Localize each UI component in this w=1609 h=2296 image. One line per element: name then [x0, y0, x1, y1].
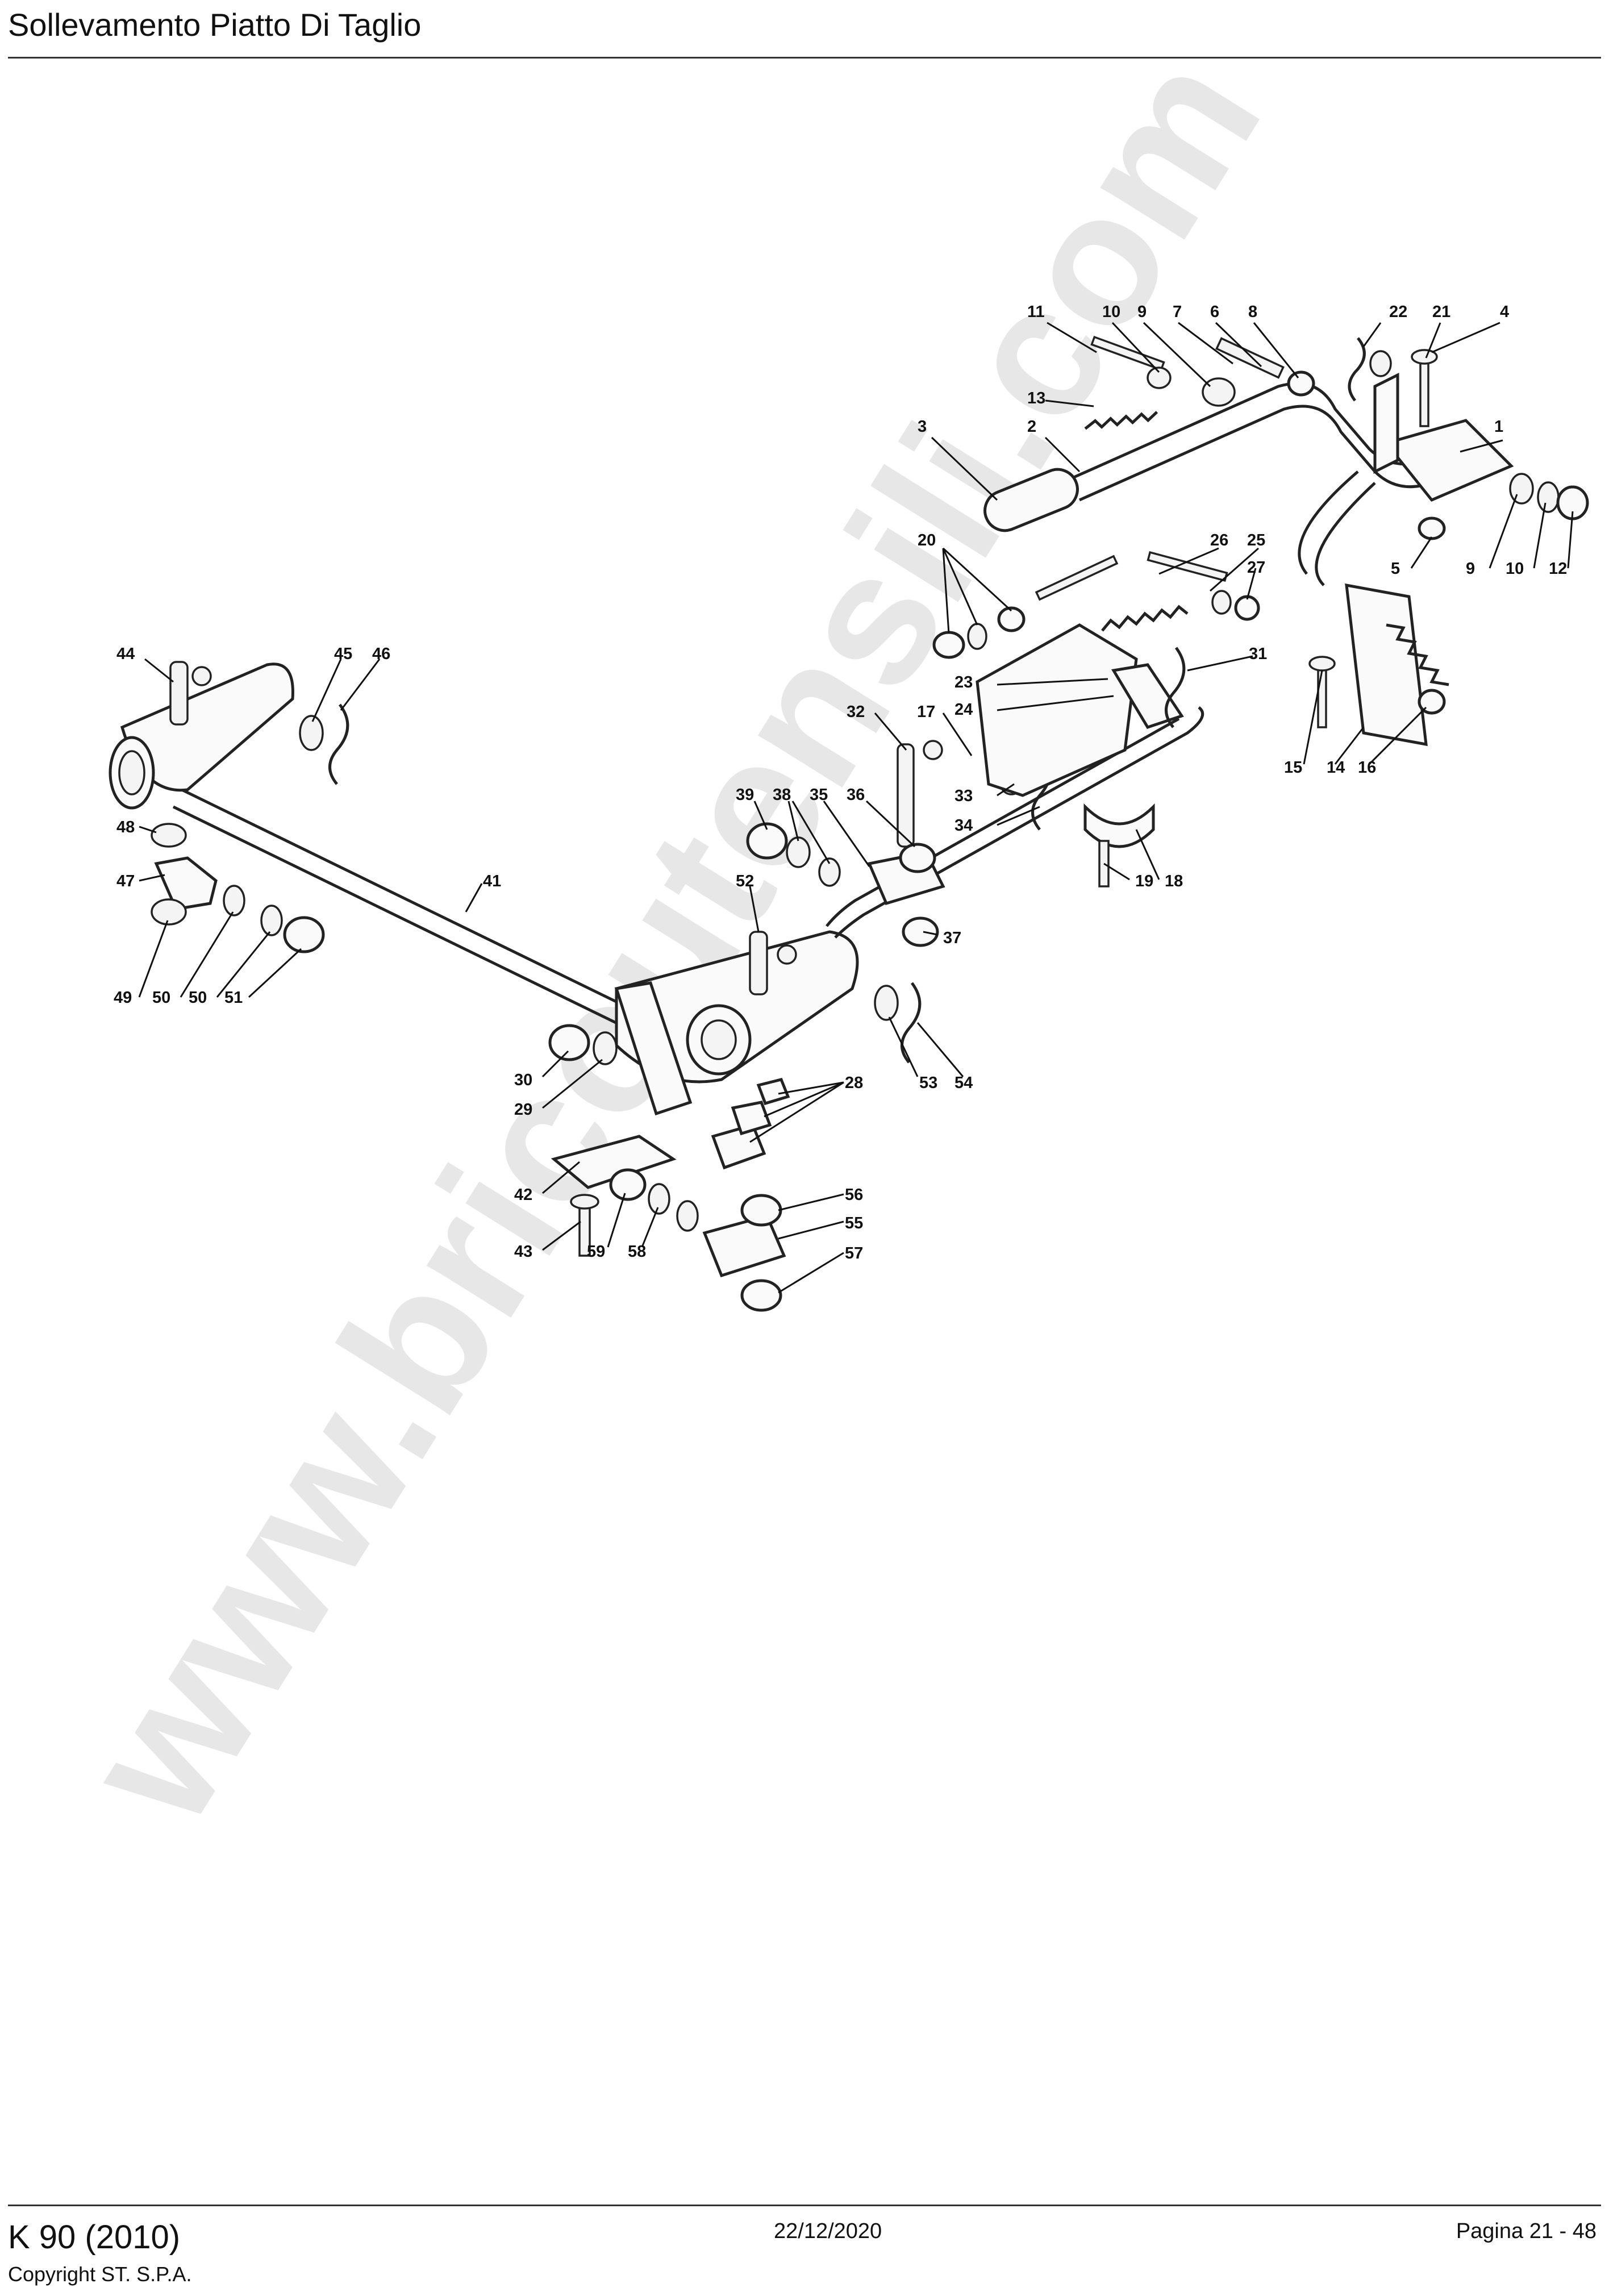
- callout-number: 19: [1135, 872, 1153, 890]
- callout-number: 51: [224, 989, 243, 1007]
- header-rule: [8, 57, 1601, 59]
- callout-number: 47: [116, 872, 135, 890]
- page-header: Sollevamento Piatto Di Taglio: [0, 0, 1609, 59]
- callout-number: 42: [514, 1186, 532, 1204]
- callout-number: 46: [372, 645, 390, 663]
- callout-number: 18: [1165, 872, 1183, 890]
- callout-number: 43: [514, 1243, 532, 1261]
- callout-number: 28: [845, 1074, 863, 1092]
- callout-number: 31: [1249, 645, 1267, 663]
- callout-number: 13: [1027, 389, 1045, 407]
- callout-number: 6: [1210, 303, 1219, 321]
- footer-date: 22/12/2020: [774, 2219, 882, 2243]
- callout-number: 54: [954, 1074, 973, 1092]
- callout-number: 8: [1248, 303, 1257, 321]
- watermark-text: www.bricoutensili.com: [42, 19, 1300, 1859]
- callout-number: 10: [1506, 560, 1524, 578]
- callout-number: 12: [1549, 560, 1567, 578]
- callout-number: 5: [1391, 560, 1400, 578]
- callout-number: 3: [918, 418, 927, 436]
- footer-model: K 90 (2010): [8, 2219, 181, 2256]
- callout-number: 56: [845, 1186, 863, 1204]
- callout-number: 27: [1247, 559, 1265, 577]
- footer-copyright: Copyright ST. S.P.A.: [8, 2262, 192, 2286]
- leader-lines: [138, 322, 1574, 1294]
- callout-number: 23: [954, 673, 973, 691]
- callout-number: 39: [736, 786, 754, 804]
- callout-number: 30: [514, 1071, 532, 1089]
- footer-page-number: Pagina 21 - 48: [1456, 2219, 1597, 2243]
- callout-number: 35: [810, 786, 828, 804]
- callout-number: 15: [1284, 759, 1302, 777]
- callout-number: 59: [587, 1243, 605, 1261]
- callout-number: 34: [954, 816, 973, 835]
- callout-number: 50: [152, 989, 170, 1007]
- watermark: www.bricoutensili.com: [42, 19, 1300, 1859]
- callout-number: 24: [954, 701, 973, 719]
- callout-number: 10: [1102, 303, 1120, 321]
- page-title: Sollevamento Piatto Di Taglio: [8, 7, 422, 43]
- callout-number: 57: [845, 1244, 863, 1262]
- callout-number: 4: [1500, 303, 1509, 321]
- callout-numbers: 1 2 3 4 5 6 7 8 9 9 10 10 11 12 13 14 15…: [114, 303, 1567, 1262]
- callout-number: 36: [847, 786, 865, 804]
- callout-number: 17: [917, 703, 935, 721]
- callout-number: 2: [1027, 418, 1036, 436]
- callout-number: 37: [943, 929, 961, 947]
- callout-number: 14: [1327, 759, 1345, 777]
- callout-number: 50: [189, 989, 207, 1007]
- callout-number: 20: [918, 531, 936, 549]
- callout-number: 11: [1027, 303, 1045, 321]
- callout-number: 22: [1389, 303, 1407, 321]
- callout-number: 33: [954, 787, 973, 805]
- callout-number: 41: [483, 872, 501, 890]
- callout-number: 25: [1247, 531, 1265, 549]
- callout-number: 45: [334, 645, 352, 663]
- callout-number: 48: [116, 818, 135, 836]
- callout-number: 53: [919, 1074, 937, 1092]
- callout-number: 49: [114, 989, 132, 1007]
- callout-number: 7: [1173, 303, 1182, 321]
- callout-number: 44: [116, 645, 135, 663]
- callout-number: 32: [847, 703, 865, 721]
- callout-number: 29: [514, 1101, 532, 1119]
- callout-number: 1: [1494, 418, 1503, 436]
- callout-number: 16: [1358, 759, 1376, 777]
- callout-number: 38: [773, 786, 791, 804]
- callout-number: 9: [1137, 303, 1147, 321]
- callout-number: 58: [628, 1243, 646, 1261]
- callout-number: 9: [1466, 560, 1475, 578]
- callout-number: 52: [736, 872, 754, 890]
- footer-rule: [8, 2205, 1601, 2206]
- callout-number: 55: [845, 1214, 863, 1232]
- callout-number: 26: [1210, 531, 1228, 549]
- parts-drawing: [109, 335, 1589, 1312]
- callout-number: 21: [1432, 303, 1450, 321]
